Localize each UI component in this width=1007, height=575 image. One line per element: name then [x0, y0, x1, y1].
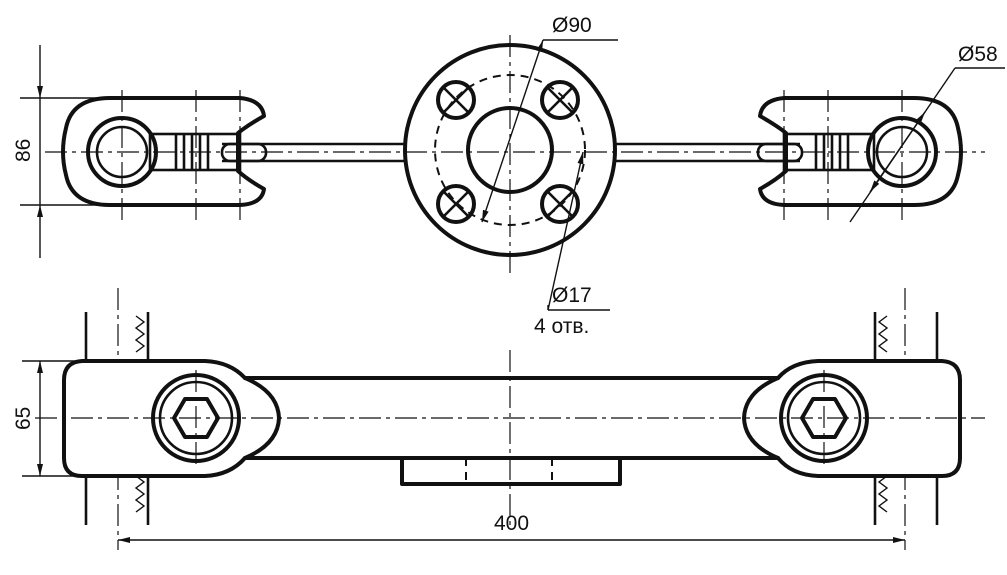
center-flange	[403, 35, 617, 275]
bottom-height-label: 65	[12, 407, 35, 430]
outer-diameter-label: Ø90	[552, 14, 592, 37]
dimension-bottom-height: 65	[12, 360, 82, 477]
bolt-hole-bottom-left	[436, 184, 476, 224]
dimension-overall-length: 400	[118, 512, 905, 543]
bottom-view: 65 400	[12, 288, 985, 550]
dimension-top-height: 86	[12, 45, 110, 258]
top-height-label: 86	[12, 139, 35, 162]
hole-count-label: 4 отв.	[534, 315, 589, 338]
dimension-clamp-diameter: Ø58	[849, 43, 1005, 223]
dimension-hole-diameter: Ø17 4 отв.	[534, 151, 610, 338]
clamp-diameter-label: Ø58	[958, 43, 998, 66]
overall-length-label: 400	[494, 512, 529, 535]
hole-diameter-label: Ø17	[552, 284, 592, 307]
dimension-outer-diameter: Ø90	[481, 14, 618, 223]
spacer-body	[62, 359, 962, 486]
right-clamp	[756, 90, 963, 225]
top-view: Ø90 Ø58 Ø17 4 отв. 86	[12, 14, 1005, 338]
bolt-hole-top-left	[436, 80, 476, 120]
